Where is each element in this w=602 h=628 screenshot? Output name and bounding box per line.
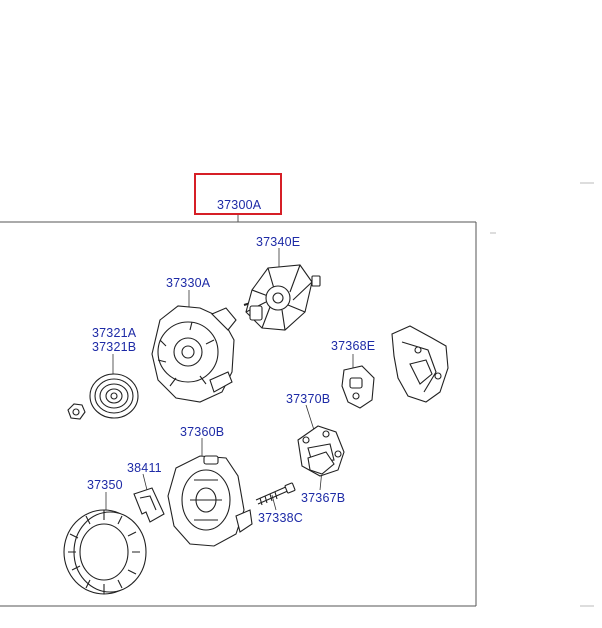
nut-icon[interactable] [67,403,86,420]
part-label-37368E[interactable]: 37368E [331,339,376,353]
brush-holder-icon[interactable] [341,365,375,409]
part-label-37321B[interactable]: 37321B [92,340,137,354]
part-label-37370B[interactable]: 37370B [286,392,331,406]
pulley-icon[interactable] [89,373,139,419]
part-label-37321A[interactable]: 37321A [92,326,137,340]
regulator-icon[interactable] [307,451,335,475]
part-label-37330A[interactable]: 37330A [166,276,211,290]
leader-lines [105,248,354,516]
crop-marks [490,182,594,607]
part-label-37338C[interactable]: 37338C [258,511,303,525]
assembly-label-37300A[interactable]: 37300A [217,198,262,212]
part-label-38411[interactable]: 38411 [127,461,162,475]
highlight-box [194,173,282,215]
front-bracket-icon[interactable] [151,305,237,403]
rear-cover-icon[interactable] [391,325,449,403]
stator-icon[interactable] [63,509,147,595]
bracket-clip-icon[interactable] [133,487,165,523]
part-label-37340E[interactable]: 37340E [256,235,301,249]
part-label-37367B[interactable]: 37367B [301,491,346,505]
diagram-frame [0,215,477,607]
part-label-37350[interactable]: 37350 [87,478,123,492]
through-bolt-icon[interactable] [255,482,296,506]
rotor-icon[interactable] [243,264,321,331]
part-label-37360B[interactable]: 37360B [180,425,225,439]
rear-bracket-icon[interactable] [167,455,253,547]
